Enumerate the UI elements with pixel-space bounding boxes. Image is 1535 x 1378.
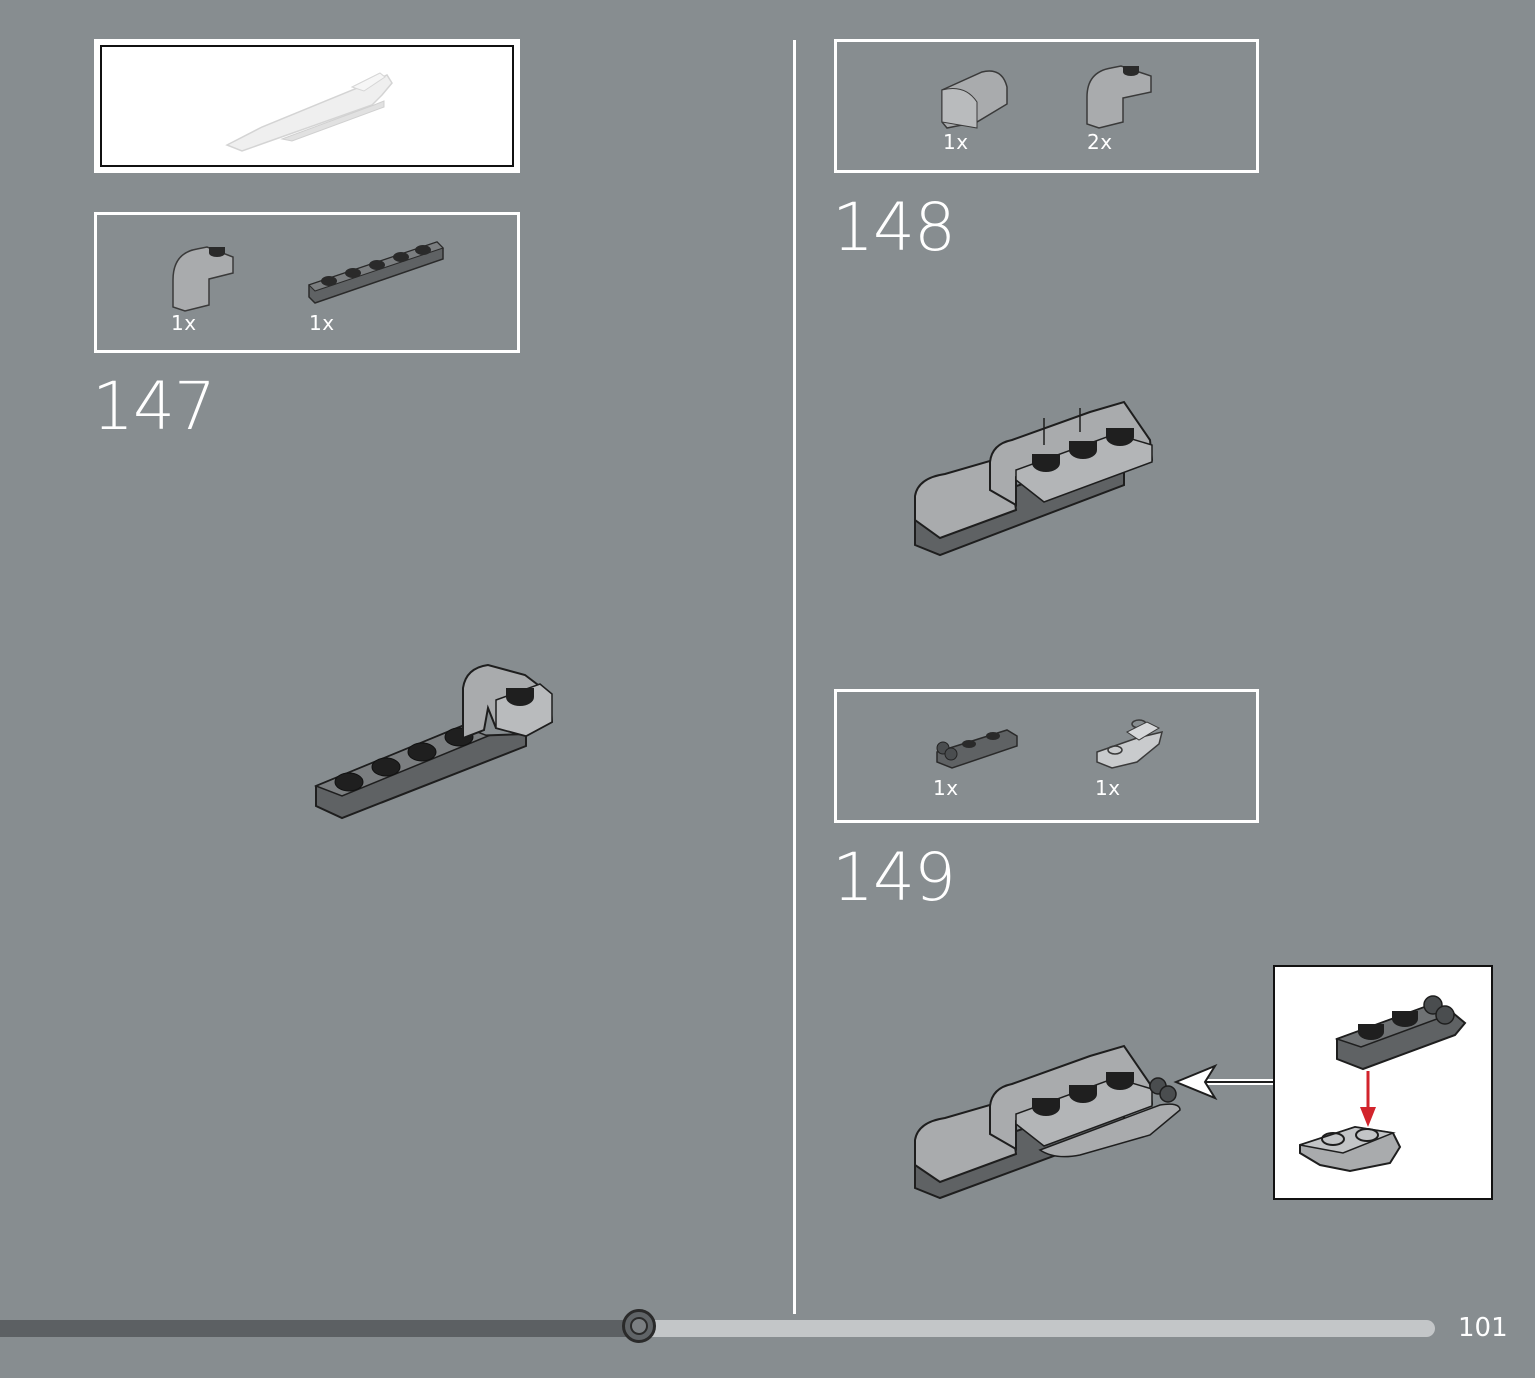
plate-1x6-icon <box>308 241 444 304</box>
curved-slope-brick-icon <box>172 246 234 312</box>
clip-plate-icon <box>936 729 1018 769</box>
submodel-preview <box>94 39 520 173</box>
curved-brick-icon <box>941 70 1008 129</box>
part-qty-1: 1x <box>933 776 959 800</box>
curved-slope-brick-icon-2 <box>1086 65 1152 129</box>
parts-list-step-148: 1x 2x <box>834 39 1259 173</box>
part-qty-1: 1x <box>943 130 969 154</box>
progress-knob[interactable] <box>622 1309 656 1343</box>
inverted-slope-plate-icon <box>1096 719 1164 769</box>
parts-list-step-149: 1x 1x <box>834 689 1259 823</box>
part-qty-2: 2x <box>1087 130 1113 154</box>
step-number-147: 147 <box>92 368 216 445</box>
step-number-149: 149 <box>832 839 956 916</box>
part-qty-2: 1x <box>309 311 335 335</box>
sub-assembly-callout <box>1273 965 1493 1200</box>
progress-fill <box>0 1320 639 1337</box>
part-qty-2: 1x <box>1095 776 1121 800</box>
callout-diagram <box>1299 995 1467 1173</box>
part-qty-1: 1x <box>171 311 197 335</box>
page-number: 101 <box>1458 1313 1508 1343</box>
parts-list-step-147: 1x 1x <box>94 212 520 353</box>
step-number-148: 148 <box>832 189 956 266</box>
wing-submodel-icon <box>225 72 393 152</box>
page-divider <box>793 40 796 1314</box>
submodel-preview-frame <box>100 45 514 167</box>
